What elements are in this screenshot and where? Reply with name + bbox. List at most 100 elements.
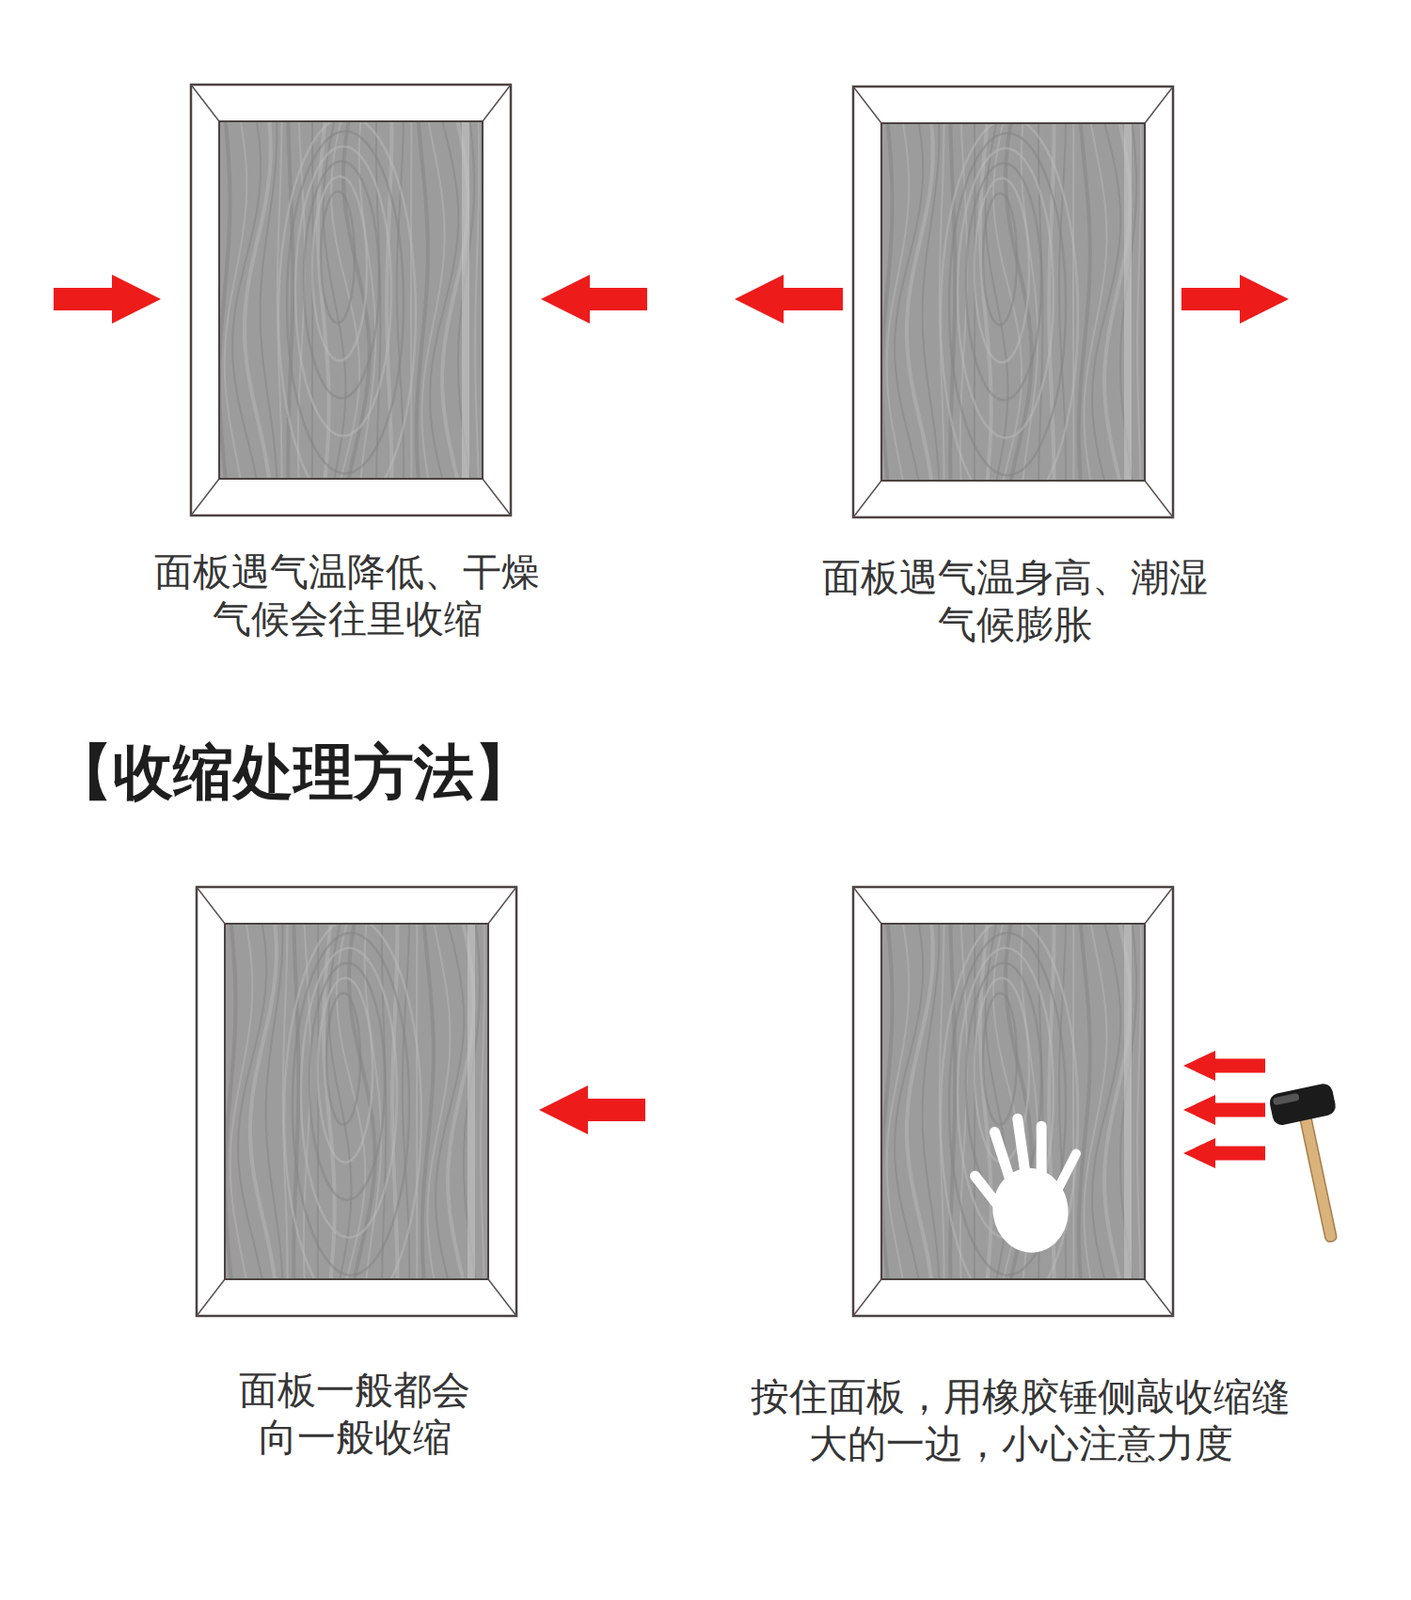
wood-grain [966, 162, 1042, 400]
wood-grain [906, 123, 934, 481]
miter-line [1144, 480, 1174, 518]
door-frame [853, 887, 1174, 1316]
wood-grain [421, 121, 444, 479]
wood-panel [219, 121, 483, 479]
wood-grain [331, 121, 360, 479]
wood-grain [1072, 923, 1075, 1280]
caption: 面板遇气温身高、潮湿 气候膨胀 [789, 554, 1241, 649]
wood-grain [922, 923, 940, 1280]
miter-line [853, 1279, 882, 1316]
wood-grain [1120, 923, 1137, 1280]
caption: 按住面板，用橡胶锤侧敲收缩缝 大的一边，小心注意力度 [710, 1373, 1332, 1468]
wood-grain [974, 177, 1030, 363]
wood-streak [461, 121, 470, 479]
cabinet-door [853, 887, 1174, 1316]
section-heading: 【收缩处理方法】 [52, 739, 535, 806]
wood-grain [1083, 123, 1107, 481]
force-arrow [540, 274, 648, 324]
miter-line [488, 1279, 517, 1316]
miter-line [1144, 1279, 1174, 1316]
cabinet-door [190, 84, 511, 516]
panel-edge [219, 121, 483, 479]
wood-grain [286, 130, 404, 474]
panel-edge [224, 923, 489, 1280]
wood-grain [1083, 923, 1107, 1280]
wood-panel [881, 923, 1145, 1280]
caption: 面板一般都会 向一般收缩 [194, 1366, 515, 1461]
wood-streak [1124, 923, 1132, 1280]
force-arrow [1183, 1050, 1266, 1081]
miter-line [488, 887, 517, 924]
wood-grain [292, 933, 410, 1276]
wood-grain [922, 123, 940, 481]
wood-grain [312, 175, 367, 361]
miter-line [1144, 86, 1174, 124]
wood-grain [957, 147, 1054, 438]
force-arrow [1183, 1138, 1266, 1169]
wood-grain [415, 923, 418, 1280]
door-frame [853, 86, 1174, 518]
wood-grain [244, 121, 271, 479]
panel-edge [881, 923, 1145, 1280]
wood-grain [982, 192, 1017, 325]
wood-grain [410, 121, 413, 479]
wood-grain [982, 993, 1017, 1126]
wood-panel [881, 123, 1145, 481]
caption: 面板遇气温降低、干燥 气候会往里收缩 [121, 548, 573, 643]
wood-grain [317, 978, 373, 1163]
wood-grain [940, 123, 1079, 481]
force-arrow [53, 274, 161, 324]
wood-grain [250, 923, 277, 1280]
wood-grain [881, 123, 892, 481]
wood-grain [1072, 123, 1075, 481]
wood-grain [458, 121, 475, 479]
wood-grain [475, 121, 479, 479]
panel-edge [881, 123, 1145, 481]
wood-grain [278, 121, 416, 479]
wood-streak [467, 923, 476, 1280]
door-frame [190, 84, 511, 516]
miter-line [190, 84, 220, 122]
wood-grain [326, 993, 361, 1126]
miter-line [1144, 887, 1174, 924]
wood-grain [224, 923, 236, 1280]
door-frame [196, 887, 517, 1316]
wood-grain [427, 923, 450, 1280]
wood-grain [260, 121, 278, 479]
force-arrow [539, 1085, 646, 1135]
wood-grain [993, 123, 1022, 481]
miter-line [853, 887, 882, 924]
wood-grain [463, 923, 480, 1280]
miter-line [853, 86, 882, 124]
wood-grain [1120, 123, 1137, 481]
wood-grain [966, 963, 1042, 1201]
wood-grain [881, 923, 892, 1280]
wood-panel [224, 923, 489, 1280]
wood-grain [1137, 923, 1142, 1280]
force-arrow [734, 274, 843, 324]
wood-grain [284, 923, 422, 1280]
wood-grain [303, 160, 380, 398]
wood-grain [906, 923, 934, 1280]
wood-streak [1124, 123, 1132, 481]
wood-grain [949, 132, 1066, 476]
rubber-mallet [1268, 1081, 1364, 1249]
wood-grain [1137, 123, 1142, 481]
force-arrow [1181, 274, 1289, 324]
miter-line [482, 84, 511, 122]
wood-grain [940, 923, 1079, 1280]
miter-line [190, 478, 220, 516]
wood-grain [301, 948, 397, 1238]
wood-grain [480, 923, 485, 1280]
hand-icon [960, 1105, 1096, 1261]
wood-grain [219, 121, 230, 479]
wood-grain [320, 190, 355, 323]
miter-line [853, 480, 882, 518]
wood-grain [266, 923, 284, 1280]
wood-grain [295, 145, 392, 436]
wood-grain [309, 963, 385, 1201]
miter-line [482, 478, 511, 516]
miter-line [196, 887, 225, 924]
cabinet-door [853, 86, 1174, 518]
wood-grain [336, 923, 365, 1280]
